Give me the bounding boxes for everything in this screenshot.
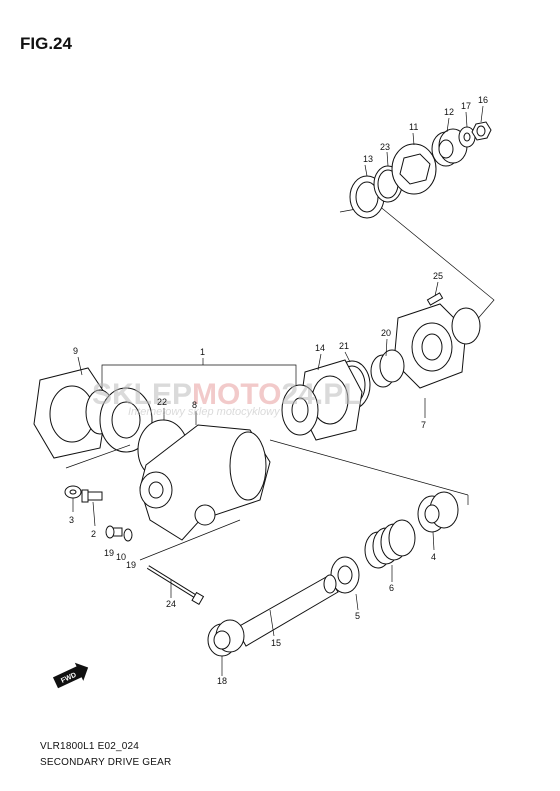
callout-17: 17 [461,101,471,111]
part-2-bolt [81,489,103,503]
callout-13: 13 [363,154,373,164]
watermark-tagline: Internetowy sklep motocyklowy [128,406,281,418]
callout-22: 22 [157,397,167,407]
part-16-nut [471,121,492,141]
watermark-brand-part2: MOTO [192,378,281,411]
callout-1: 1 [200,347,205,357]
part-6-spring [364,519,416,569]
part-15-drive-shaft [235,574,339,647]
part-11-bearing-retainer [391,143,437,195]
callout-9: 9 [73,346,78,356]
part-20-bearing [370,349,405,388]
bevel-gear-left [85,387,153,453]
watermark-logo: SKLEPMOTO24.PL [92,378,362,411]
part-9-gasket [33,367,109,459]
callout-21: 21 [339,341,349,351]
leader-bracket-lower [269,439,469,496]
callout-5: 5 [355,611,360,621]
part-3-washer [64,485,82,499]
callout-19-right: 19 [126,560,136,570]
part-25-bolt [426,292,444,306]
callout-8: 8 [192,400,197,410]
forward-direction-arrow-icon: FWD [52,662,89,689]
callout-20: 20 [381,328,391,338]
callout-7: 7 [421,420,426,430]
callout-14: 14 [315,343,325,353]
bevel-gear-right [281,384,319,436]
diagram-caption: SECONDARY DRIVE GEAR [40,757,172,768]
callout-6: 6 [389,583,394,593]
callout-4: 4 [431,552,436,562]
part-19-o-rings [105,525,133,542]
part-5-cam-dog [330,556,360,594]
part-8-gear-case [137,419,271,541]
left-cover-assembly [33,367,469,505]
part-7-bearing-case [393,303,481,389]
callout-25: 25 [433,271,443,281]
part-18-bearing [207,619,245,657]
callout-11: 11 [409,122,418,132]
callout-labels: 13 23 11 12 17 16 25 20 21 14 7 1 9 22 8… [69,95,488,686]
callout-23: 23 [380,142,390,152]
part-17-washer [458,126,476,148]
callout-16: 16 [478,95,488,105]
part-24-long-bolt [146,565,205,606]
callout-3: 3 [69,515,74,525]
right-housing-assembly [299,292,481,441]
watermark-brand-part1: SKLEP [92,378,192,411]
leader-lines [72,105,484,676]
watermark-brand-part3: 24.PL [281,378,361,411]
callout-18: 18 [217,676,227,686]
callout-19-left: 19 [104,548,114,558]
model-code: VLR1800L1 E02_024 [40,741,140,752]
callout-12: 12 [444,107,454,117]
part-4-bearing [417,491,459,533]
callout-24: 24 [166,599,176,609]
bracket-part-1 [101,364,297,388]
figure-title: FIG.24 [20,34,72,53]
callout-10: 10 [116,552,126,562]
callout-15: 15 [271,638,281,648]
watermark: SKLEPMOTO24.PL Internetowy sklep motocyk… [92,378,362,418]
callout-2: 2 [91,529,96,539]
